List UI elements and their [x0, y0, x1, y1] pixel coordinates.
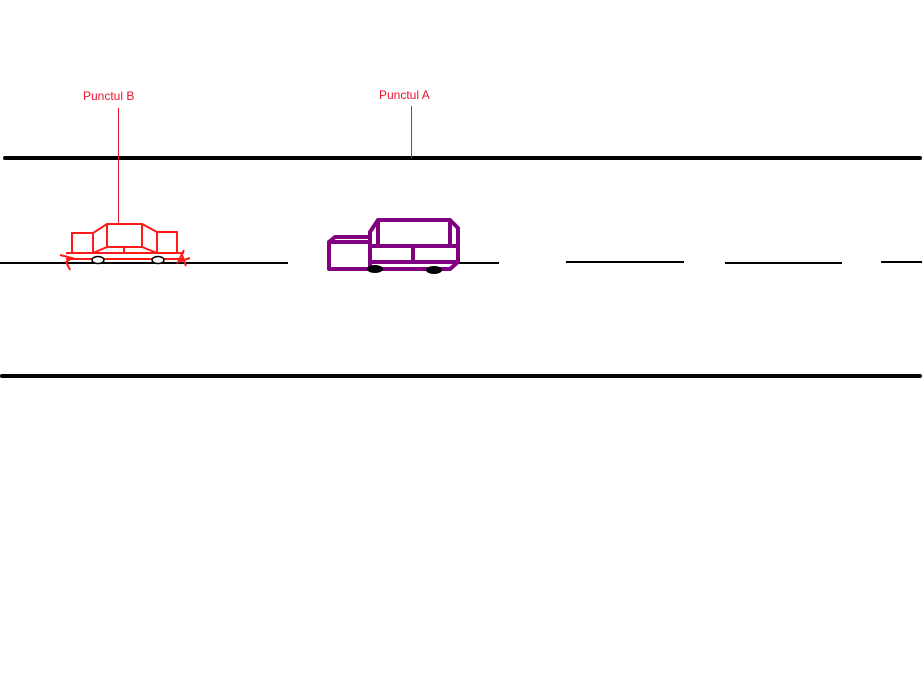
purple-truck — [327, 218, 460, 271]
red-car — [59, 223, 191, 271]
point-a-label: Punctul A — [379, 88, 430, 102]
point-b-label: Punctul B — [83, 89, 134, 103]
red-car-wheels — [91, 255, 165, 265]
purple-truck-wheels — [367, 265, 442, 274]
lane-divider — [0, 261, 922, 264]
